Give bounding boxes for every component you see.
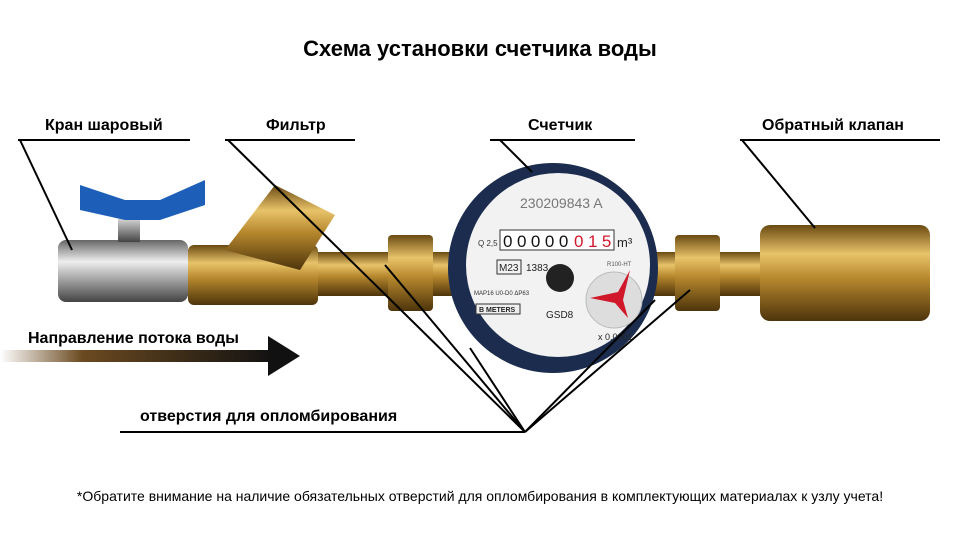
ball-valve-handle xyxy=(80,180,205,220)
flow-arrow-head xyxy=(268,336,300,376)
union-nut-right xyxy=(675,235,720,311)
meter-class: M23 xyxy=(499,263,519,274)
footnote: *Обратите внимание на наличие обязательн… xyxy=(76,488,884,504)
label-seal-holes: отверстия для опломбирования xyxy=(140,408,398,425)
meter-digits-black: 00000 xyxy=(503,232,573,251)
ball-valve-body xyxy=(58,240,188,302)
label-flow-direction: Направление потока воды xyxy=(28,330,239,347)
meter-digits-red: 015 xyxy=(574,232,616,251)
diagram-title: Схема установки счетчика воды xyxy=(303,36,657,61)
union-nut-left xyxy=(388,235,433,311)
label-meter: Счетчик xyxy=(528,117,593,134)
leader-lines xyxy=(18,139,940,433)
meter-model: GSD8 xyxy=(546,310,574,321)
flow-arrow-shaft xyxy=(0,350,275,362)
check-valve-body xyxy=(760,225,930,321)
meter-q: Q 2,5 xyxy=(478,239,498,248)
meter-multiplier: x 0,0001 xyxy=(598,332,633,342)
water-meter: 230209843 A 00000 015 m³ Q 2,5 M23 1383 … xyxy=(448,163,658,373)
meter-unit: m³ xyxy=(617,235,633,250)
meter-brand: B METERS xyxy=(479,307,516,314)
meter-code: 1383 xyxy=(526,263,549,274)
meter-serial: 230209843 A xyxy=(520,195,603,211)
meter-line1: R100-HT xyxy=(607,262,632,268)
meter-line2: MAP16 U0-D0 ΔP63 xyxy=(474,291,530,297)
label-ball-valve: Кран шаровый xyxy=(45,117,163,134)
label-filter: Фильтр xyxy=(266,117,326,134)
label-check-valve: Обратный клапан xyxy=(762,117,904,134)
